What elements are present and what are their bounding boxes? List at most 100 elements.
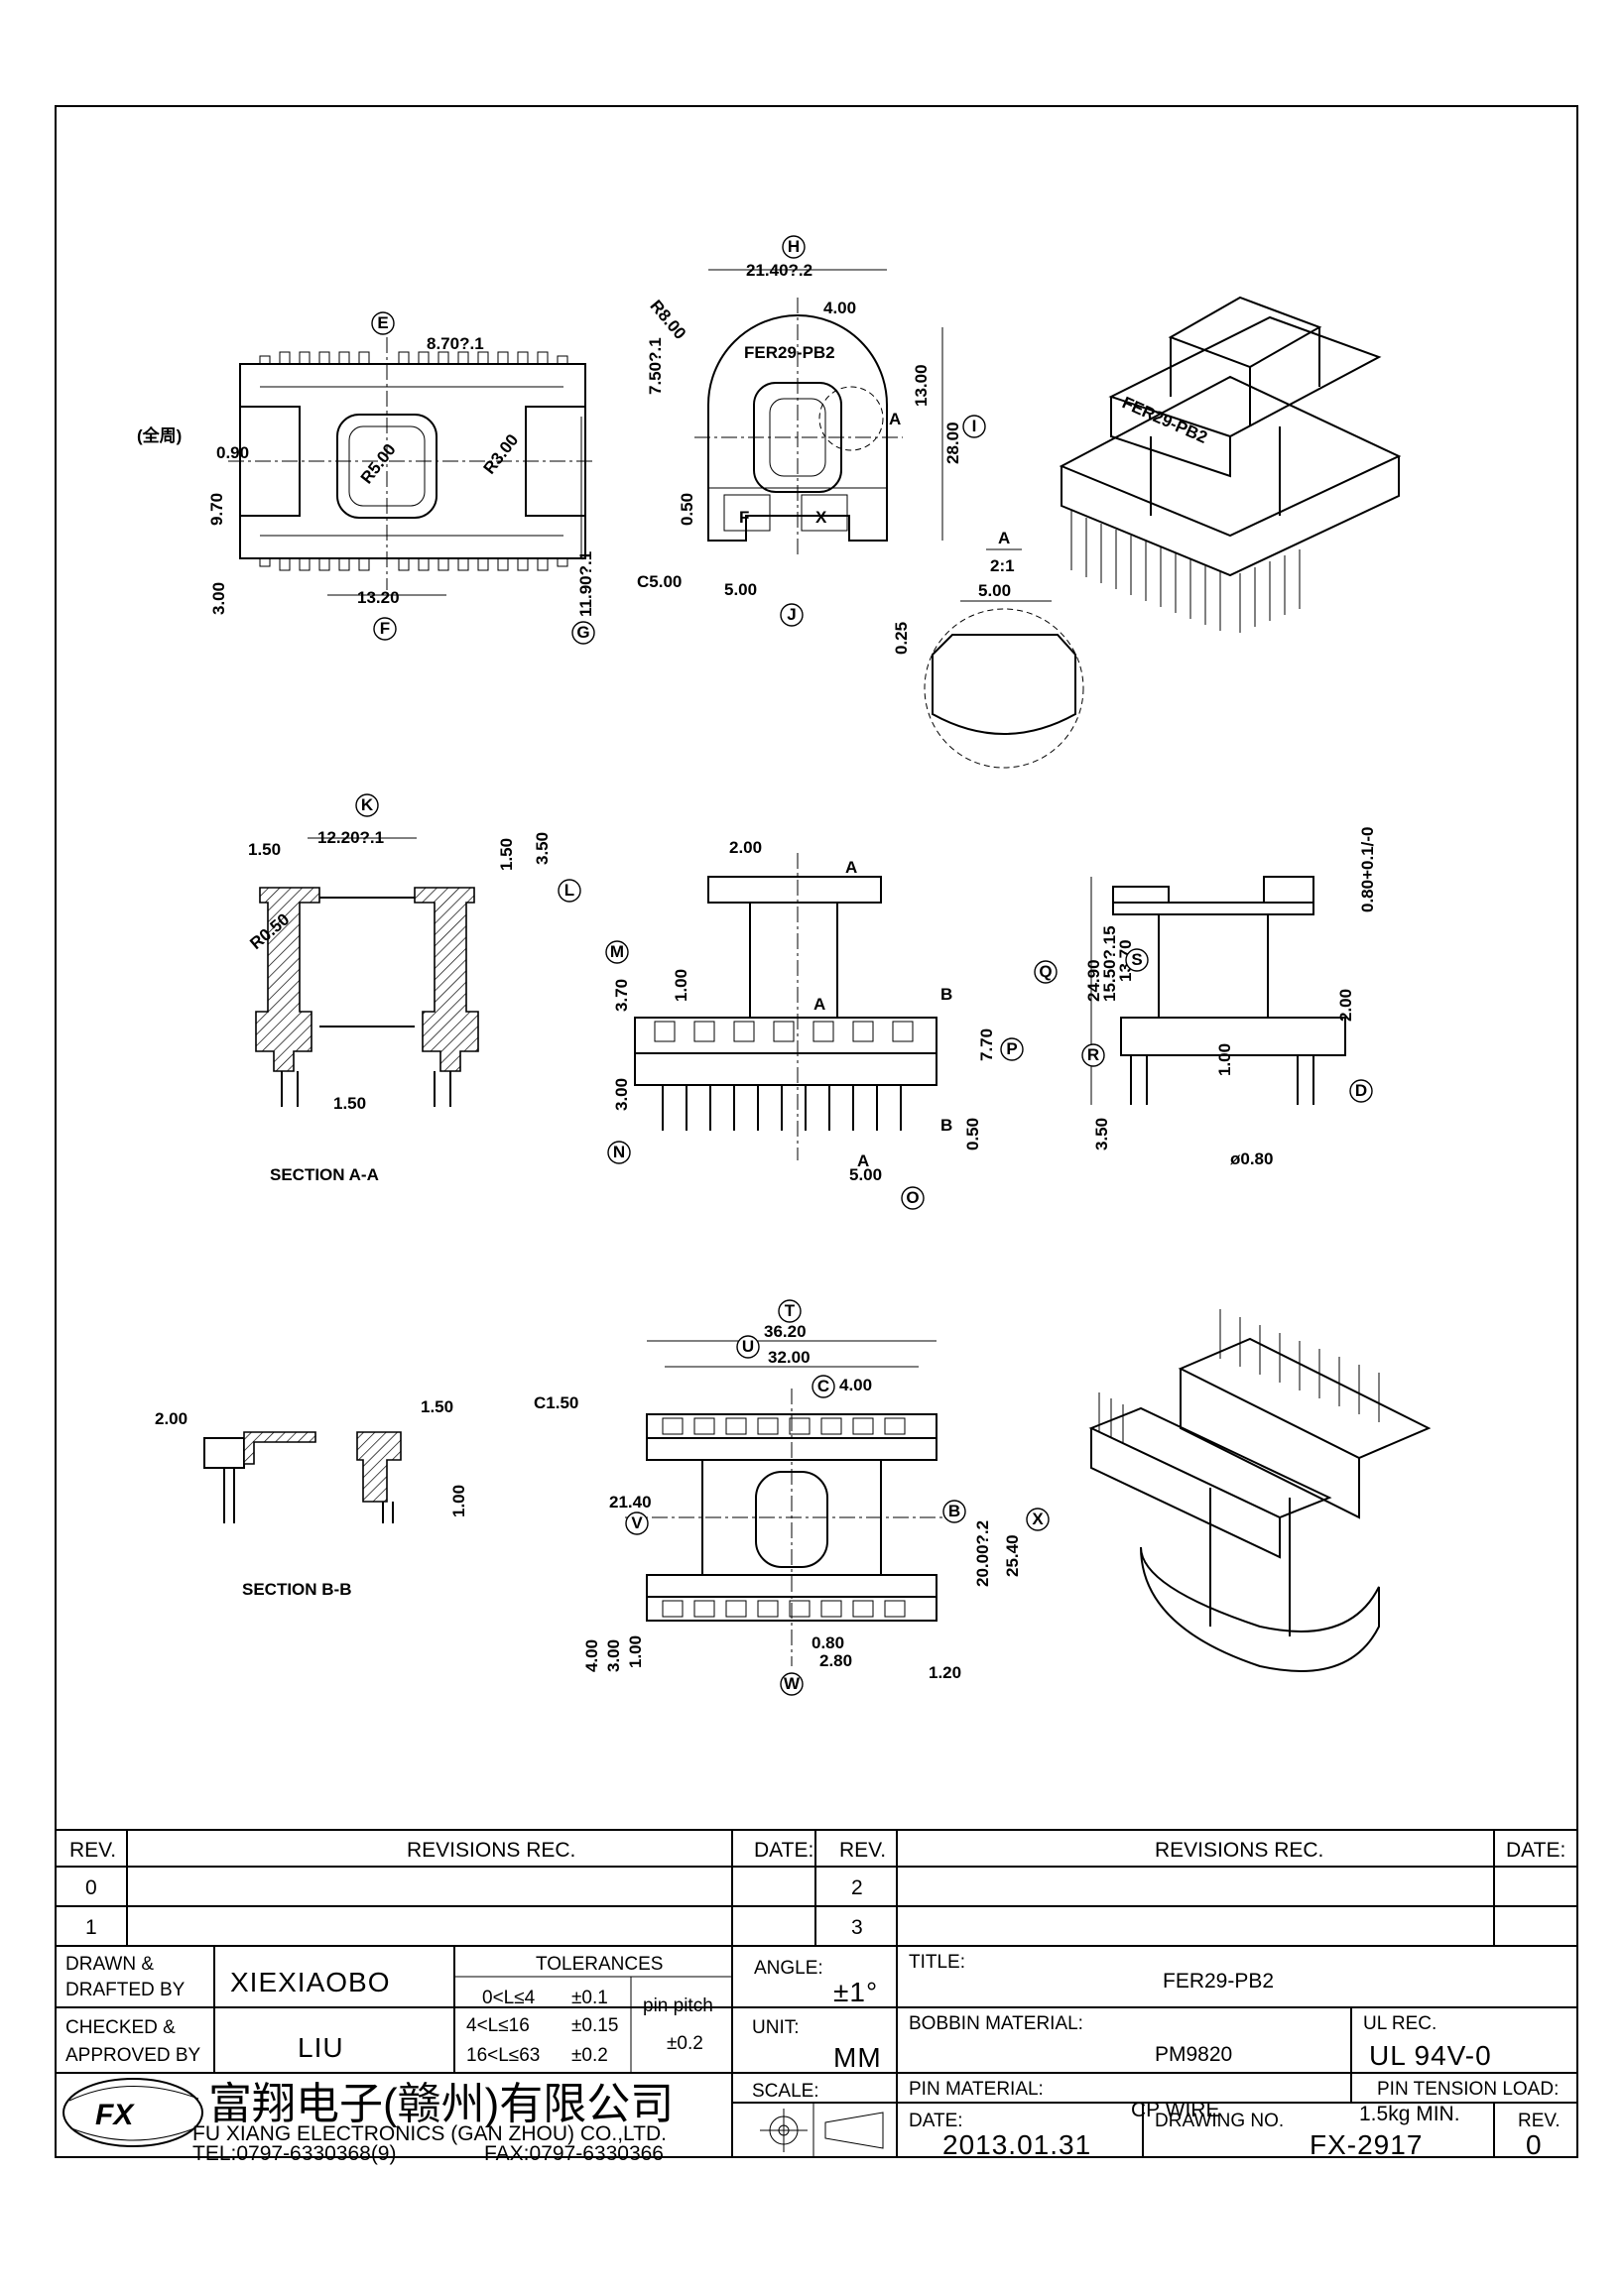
label-l: L (558, 879, 581, 903)
svg-text:CHECKED &: CHECKED & (65, 2017, 176, 2038)
svg-text:5.00: 5.00 (849, 1165, 882, 1184)
svg-text:3.50: 3.50 (1092, 1118, 1111, 1150)
svg-text:LIU: LIU (298, 2032, 344, 2063)
svg-text:0.50: 0.50 (678, 493, 696, 526)
svg-text:BOBBIN MATERIAL:: BOBBIN MATERIAL: (909, 2013, 1083, 2034)
svg-text:PIN MATERIAL:: PIN MATERIAL: (909, 2079, 1044, 2100)
svg-text:SECTION B-B: SECTION B-B (242, 1580, 352, 1599)
svg-text:G: G (576, 623, 589, 642)
front-view: 2.00 A A A B B 3.70 1.00 3.00 7.70 0.50 … (612, 838, 996, 1184)
bottom-view: 36.20 32.00 4.00 C1.50 21.40 20.00?.2 25… (534, 1322, 1022, 1682)
svg-text:4.00: 4.00 (582, 1639, 601, 1672)
svg-text:3.50: 3.50 (533, 832, 552, 865)
label-j: J (780, 603, 804, 627)
label-n: N (607, 1141, 631, 1164)
svg-text:H: H (788, 237, 800, 256)
svg-text:28.00: 28.00 (943, 422, 962, 464)
label-e: E (371, 311, 395, 335)
svg-text:FU XIANG ELECTRONICS (GAN ZHOU: FU XIANG ELECTRONICS (GAN ZHOU) CO.,LTD. (192, 2122, 667, 2145)
svg-text:1.00: 1.00 (626, 1635, 645, 1668)
svg-text:D: D (1355, 1081, 1367, 1100)
svg-text:富翔电子(赣州)有限公司: 富翔电子(赣州)有限公司 (208, 2080, 674, 2128)
svg-text:V: V (631, 1513, 643, 1532)
label-v: V (625, 1511, 649, 1535)
svg-text:11.90?.1: 11.90?.1 (576, 551, 595, 617)
svg-text:UL 94V-0: UL 94V-0 (1369, 2040, 1492, 2071)
svg-text:PIN TENSION LOAD:: PIN TENSION LOAD: (1377, 2079, 1559, 2100)
svg-text:9.70: 9.70 (207, 493, 226, 526)
svg-text:2013.01.31: 2013.01.31 (942, 2129, 1091, 2160)
svg-text:T: T (785, 1301, 796, 1320)
svg-text:4<L≤16: 4<L≤16 (466, 2015, 530, 2036)
svg-text:A: A (813, 995, 825, 1014)
svg-text:A: A (998, 529, 1010, 547)
svg-text:32.00: 32.00 (768, 1348, 811, 1367)
svg-text:(全周): (全周) (137, 425, 182, 445)
svg-text:APPROVED BY: APPROVED BY (65, 2045, 201, 2066)
svg-text:A: A (889, 410, 901, 428)
svg-text:0<L≤4: 0<L≤4 (482, 1988, 536, 2008)
svg-text:K: K (361, 795, 374, 814)
top-view-middle: F X FER29-PB2 21.40?.2 4.00 R8.00 7.50?.… (637, 261, 962, 599)
svg-text:I: I (972, 417, 977, 435)
svg-text:F: F (739, 508, 749, 527)
svg-text:SCALE:: SCALE: (752, 2081, 819, 2102)
svg-text:N: N (613, 1143, 625, 1161)
svg-text:X: X (1032, 1510, 1044, 1528)
svg-text:2.00: 2.00 (1336, 989, 1355, 1022)
svg-text:0.90: 0.90 (216, 443, 249, 462)
label-b: B (942, 1500, 966, 1523)
detail-a: A 2:1 5.00 0.25 (892, 529, 1084, 769)
label-w: W (780, 1672, 804, 1696)
svg-text:FX: FX (95, 2099, 135, 2131)
svg-text:UL REC.: UL REC. (1363, 2013, 1437, 2034)
svg-text:±0.2: ±0.2 (571, 2045, 608, 2066)
svg-text:Q: Q (1039, 962, 1052, 981)
svg-text:0.80+0.1/-0: 0.80+0.1/-0 (1358, 827, 1377, 913)
svg-text:±1°: ±1° (833, 1977, 878, 2007)
svg-text:TITLE:: TITLE: (909, 1952, 965, 1973)
svg-text:FX-2917: FX-2917 (1310, 2129, 1423, 2160)
svg-text:3.70: 3.70 (612, 979, 631, 1012)
svg-text:SECTION A-A: SECTION A-A (270, 1165, 379, 1184)
svg-text:XIEXIAOBO: XIEXIAOBO (230, 1967, 391, 1997)
svg-text:DRAWN &: DRAWN & (65, 1954, 154, 1975)
svg-text:20.00?.2: 20.00?.2 (973, 1520, 992, 1587)
svg-text:FER29-PB2: FER29-PB2 (1119, 393, 1209, 447)
label-x: X (1026, 1508, 1050, 1531)
isometric-view-bottom (1088, 1309, 1432, 1672)
label-c: C (812, 1375, 835, 1398)
label-i: I (962, 415, 986, 438)
svg-text:25.40: 25.40 (1003, 1534, 1022, 1577)
svg-text:B: B (940, 1116, 952, 1135)
svg-text:M: M (610, 942, 624, 961)
drawing-border (55, 105, 1578, 2158)
svg-text:E: E (377, 313, 388, 332)
svg-text:FER29-PB2: FER29-PB2 (744, 343, 835, 362)
svg-text:UNIT:: UNIT: (752, 2017, 800, 2038)
label-o: O (901, 1186, 925, 1210)
svg-text:MM: MM (833, 2042, 882, 2073)
svg-text:PM9820: PM9820 (1155, 2043, 1232, 2066)
svg-text:7.70: 7.70 (977, 1028, 996, 1061)
svg-text:3.00: 3.00 (612, 1078, 631, 1111)
svg-text:C5.00: C5.00 (637, 572, 682, 591)
svg-text:1.50: 1.50 (333, 1094, 366, 1113)
section-b-b: 2.00 1.50 1.00 SECTION B-B (155, 1397, 468, 1599)
svg-text:2:1: 2:1 (990, 556, 1015, 575)
svg-text:C1.50: C1.50 (534, 1393, 578, 1412)
svg-text:C: C (817, 1377, 829, 1395)
svg-text:DRAFTED BY: DRAFTED BY (65, 1980, 186, 2000)
side-view: 0.80+0.1/-0 24.90 15.50?.15 13.70 2.00 1… (1084, 827, 1377, 1169)
svg-text:R8.00: R8.00 (646, 297, 689, 343)
svg-text:TOLERANCES: TOLERANCES (536, 1954, 663, 1975)
svg-text:X: X (815, 508, 827, 527)
label-s: S (1125, 948, 1149, 972)
label-d: D (1349, 1079, 1373, 1103)
svg-text:S: S (1131, 950, 1142, 969)
label-m: M (605, 940, 629, 964)
svg-text:ANGLE:: ANGLE: (754, 1958, 823, 1979)
svg-text:4.00: 4.00 (839, 1376, 872, 1394)
svg-text:A: A (845, 858, 857, 877)
svg-text:7.50?.1: 7.50?.1 (646, 337, 665, 395)
